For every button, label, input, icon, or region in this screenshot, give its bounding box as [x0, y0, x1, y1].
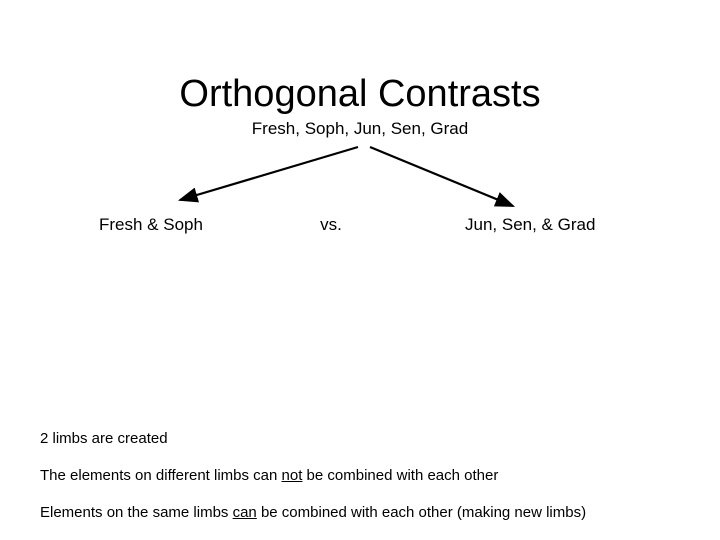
branch-label-row: Fresh & Soph vs. Jun, Sen, & Grad — [0, 214, 720, 238]
notes-block: 2 limbs are created The elements on diff… — [40, 428, 656, 523]
note-line-3: Elements on the same limbs can be combin… — [40, 502, 656, 523]
note-line-2-part1: The elements on different limbs can — [40, 467, 282, 484]
note-line-1: 2 limbs are created — [40, 428, 656, 449]
parent-set-label: Fresh, Soph, Jun, Sen, Grad — [251, 119, 469, 138]
left-branch-label: Fresh & Soph — [99, 215, 203, 234]
note-line-3-emphasis: can — [232, 504, 257, 521]
page-title: Orthogonal Contrasts — [179, 73, 541, 115]
orthogonal-contrast-diagram: Fresh, Soph, Jun, Sen, Grad Fresh & Soph… — [0, 118, 720, 243]
note-line-2: The elements on different limbs can not … — [40, 465, 656, 486]
comparator-label: vs. — [320, 215, 342, 234]
right-branch-arrow — [369, 145, 516, 208]
note-line-2-part2: be combined with each other — [302, 467, 499, 484]
left-branch-arrow — [177, 145, 359, 203]
note-line-1-text: 2 limbs are created — [40, 430, 168, 447]
note-line-3-part2: be combined with each other (making new … — [256, 504, 587, 521]
note-line-3-part1: Elements on the same limbs — [40, 504, 233, 521]
note-line-2-emphasis: not — [281, 467, 303, 484]
right-branch-label: Jun, Sen, & Grad — [465, 215, 596, 234]
